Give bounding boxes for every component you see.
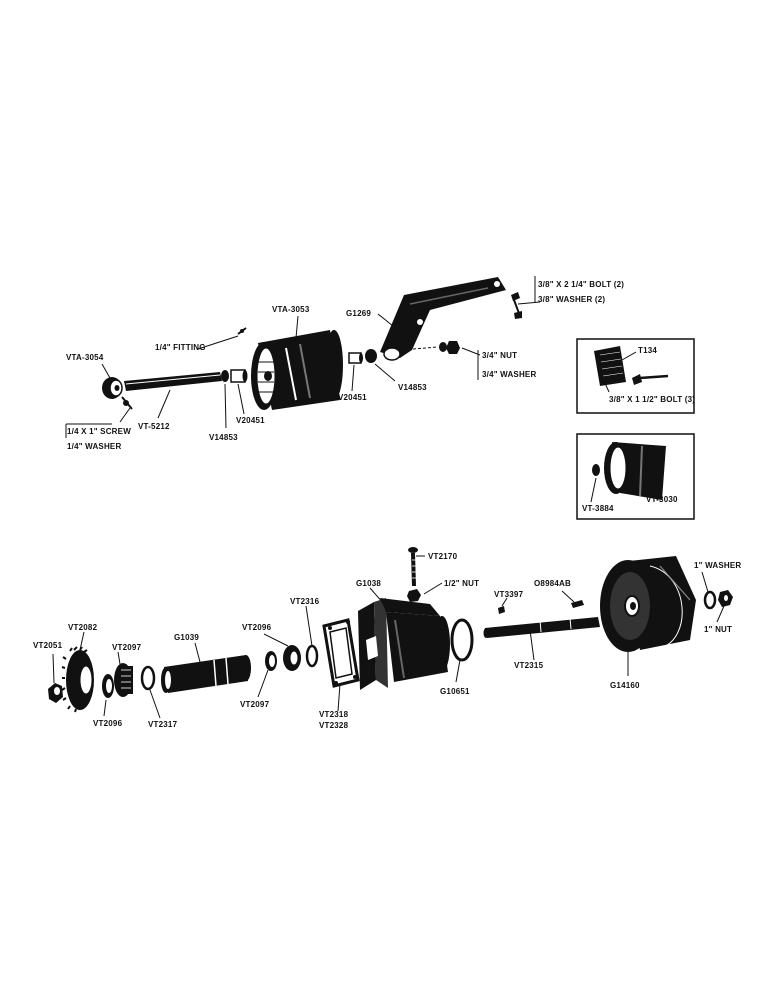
hex-nut-part — [718, 590, 733, 607]
label-vt2318: VT2318 — [319, 710, 349, 719]
housing-part — [358, 598, 450, 690]
washer-part — [365, 349, 377, 363]
label-g10651: G10651 — [440, 687, 470, 696]
label-g14160: G14160 — [610, 681, 640, 690]
gasket-plate-part — [322, 618, 360, 688]
bevel-gear-part — [61, 646, 94, 713]
label-t134: T134 — [638, 346, 657, 355]
washer-part — [221, 370, 229, 382]
label-bolt2: 3/8" X 2 1/4" BOLT (2) — [538, 280, 624, 289]
washer-part — [703, 590, 717, 610]
label-vt3397: VT3397 — [494, 590, 524, 599]
label-vt2096-left: VT2096 — [93, 719, 123, 728]
label-o8984ab: O8984AB — [534, 579, 571, 588]
label-vt2170: VT2170 — [428, 552, 458, 561]
label-washer-1in: 1" WASHER — [694, 561, 741, 570]
label-g1039: G1039 — [174, 633, 199, 642]
key-part — [498, 606, 505, 614]
label-vt2097-left: VT2097 — [112, 643, 142, 652]
label-screw-washer: 1/4" WASHER — [67, 442, 121, 451]
label-vt3884: VT-3884 — [582, 504, 614, 513]
ring-part — [140, 665, 156, 691]
label-nut-1in: 1" NUT — [704, 625, 732, 634]
label-nut-washer: 3/4" WASHER — [482, 370, 536, 379]
upper-assembly — [102, 277, 522, 410]
label-vta3053: VTA-3053 — [272, 305, 310, 314]
bolt-part — [408, 547, 418, 587]
label-vt2328: VT2328 — [319, 721, 349, 730]
label-v14853-right: V14853 — [398, 383, 427, 392]
label-g1038: G1038 — [356, 579, 381, 588]
grease-fitting-part — [237, 327, 247, 335]
label-fitting: 1/4" FITTING — [155, 343, 206, 352]
end-cap-part — [102, 377, 123, 399]
bushing-part — [348, 352, 363, 364]
label-vt2097-right: VT2097 — [240, 700, 270, 709]
label-vt2082: VT2082 — [68, 623, 98, 632]
bearing-part — [102, 663, 133, 698]
label-v14853-left: V14853 — [209, 433, 238, 442]
bracket-part — [380, 277, 506, 361]
pulley-part — [600, 556, 696, 652]
hex-nut-part — [407, 589, 421, 602]
labels: VTA-3054 1/4 X 1" SCREW 1/4" WASHER VT-5… — [33, 280, 741, 730]
bolt-part — [511, 292, 522, 319]
label-screw: 1/4 X 1" SCREW — [67, 427, 131, 436]
ring-part — [305, 644, 319, 668]
label-v20451-left: V20451 — [236, 416, 265, 425]
label-v20451-right: V20451 — [338, 393, 367, 402]
nut-part — [412, 341, 460, 354]
inset-box-vt3030 — [576, 433, 695, 520]
ring-part — [450, 618, 474, 662]
tube-part — [161, 632, 251, 693]
label-nut-half: 1/2" NUT — [444, 579, 479, 588]
bearing-part — [265, 645, 301, 671]
bushing-part — [230, 369, 248, 383]
label-bolt3: 3/8" X 1 1/2" BOLT (3) — [609, 395, 695, 404]
lower-assembly — [48, 547, 733, 713]
leader-lines — [52, 276, 725, 719]
label-vt2051: VT2051 — [33, 641, 63, 650]
label-vt2317: VT2317 — [148, 720, 178, 729]
label-vta3054: VTA-3054 — [66, 353, 104, 362]
label-g1269: G1269 — [346, 309, 371, 318]
screw-part — [121, 396, 133, 410]
label-vt5212: VT-5212 — [138, 422, 170, 431]
label-vt2315: VT2315 — [514, 661, 544, 670]
long-shaft-part — [124, 372, 222, 391]
label-washer2: 3/8" WASHER (2) — [538, 295, 605, 304]
drive-shaft-part — [483, 617, 600, 638]
label-nut: 3/4" NUT — [482, 351, 517, 360]
label-vt3030: VT-3030 — [646, 495, 678, 504]
key-part — [571, 600, 584, 608]
label-vt2096-right: VT2096 — [242, 623, 272, 632]
hex-nut-part — [48, 683, 63, 703]
label-vt2316: VT2316 — [290, 597, 320, 606]
drum-part — [251, 330, 343, 410]
